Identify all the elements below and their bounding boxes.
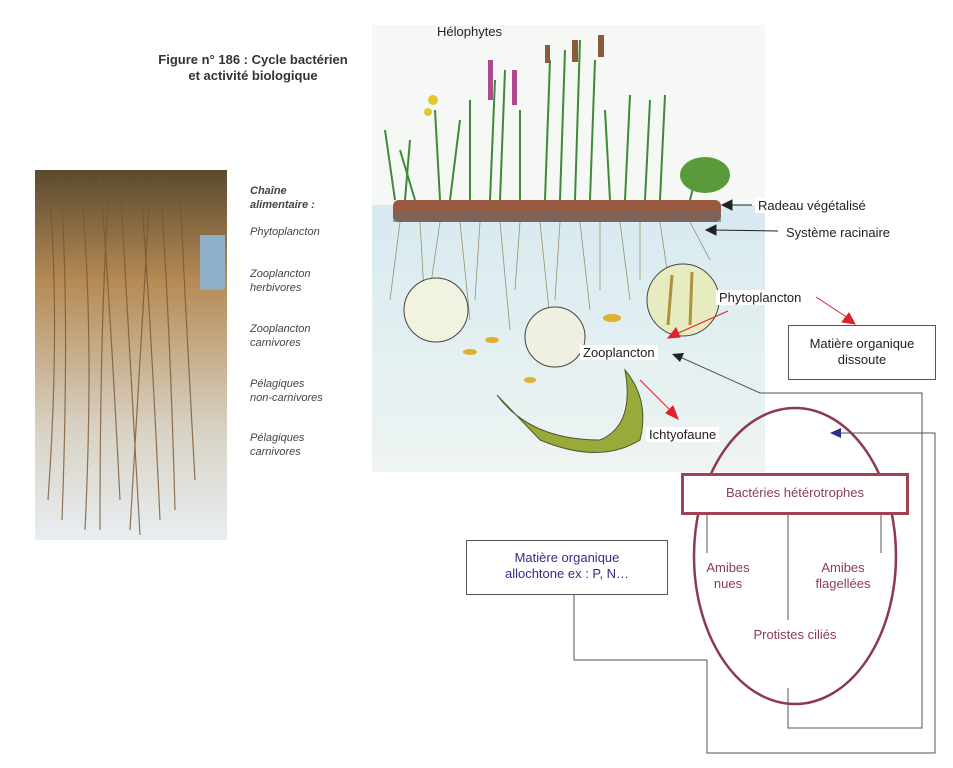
food-chain-item: Phytoplancton	[250, 225, 320, 239]
box-matiere-allochtone: Matière organique allochtone ex : P, N…	[466, 540, 668, 595]
label-phytoplancton: Phytoplancton	[716, 290, 805, 305]
heading-line2: alimentaire :	[250, 199, 315, 211]
label-zooplancton: Zooplancton	[580, 345, 658, 360]
item-line2: non-carnivores	[250, 392, 323, 404]
label-line1: Amibes	[706, 560, 750, 575]
label-amibes-nues: Amibes nues	[693, 560, 763, 592]
label-protistes: Protistes ciliés	[735, 627, 855, 643]
box-line2: dissoute	[837, 352, 887, 367]
title-line2: et activité biologique	[188, 68, 318, 83]
label-systeme: Système racinaire	[783, 225, 894, 240]
food-chain-heading: Chaîne alimentaire :	[250, 184, 315, 212]
item-line2: carnivores	[250, 446, 301, 458]
food-chain-item: Zooplancton herbivores	[250, 267, 311, 295]
label-line1: Amibes	[821, 560, 865, 575]
label-ichtyofaune: Ichtyofaune	[646, 427, 720, 442]
food-chain-item: Zooplancton carnivores	[250, 322, 311, 350]
label-line2: flagellées	[815, 576, 871, 591]
item-line1: Zooplancton	[250, 268, 311, 280]
box-matiere-dissoute: Matière organique dissoute	[788, 325, 936, 380]
label-line2: nues	[713, 576, 743, 591]
phytoplankton-circle	[403, 277, 469, 343]
figure-title: Figure n° 186 : Cycle bactérien et activ…	[130, 52, 376, 84]
title-line1: Figure n° 186 : Cycle bactérien	[158, 52, 348, 67]
pike	[496, 368, 644, 453]
arrow-to-zooplancton	[672, 353, 684, 362]
label-helophytes: Hélophytes	[437, 24, 503, 39]
item-line1: Pélagiques	[250, 378, 305, 390]
item-line1: Pélagiques	[250, 432, 305, 444]
arrow-to-ellipse	[830, 428, 841, 438]
box-line1: Matière organique	[809, 336, 915, 351]
box-bacteries: Bactéries hétérotrophes	[681, 473, 909, 515]
diatom-circle	[646, 263, 720, 337]
food-chain-item: Pélagiques non-carnivores	[250, 377, 323, 405]
heading-line1: Chaîne	[250, 185, 287, 197]
item-line2: carnivores	[250, 337, 301, 349]
box-line2: allochtone ex : P, N…	[504, 566, 630, 581]
item-line1: Zooplancton	[250, 323, 311, 335]
label-amibes-flagellees: Amibes flagellées	[803, 560, 883, 592]
food-chain-item: Pélagiques carnivores	[250, 431, 304, 459]
box-line1: Matière organique	[514, 550, 620, 565]
item-line1: Phytoplancton	[250, 226, 320, 238]
cycle-ellipse	[692, 406, 898, 706]
item-line2: herbivores	[250, 282, 302, 294]
label-radeau: Radeau végétalisé	[755, 198, 869, 213]
zooplankton-circle	[524, 306, 586, 368]
